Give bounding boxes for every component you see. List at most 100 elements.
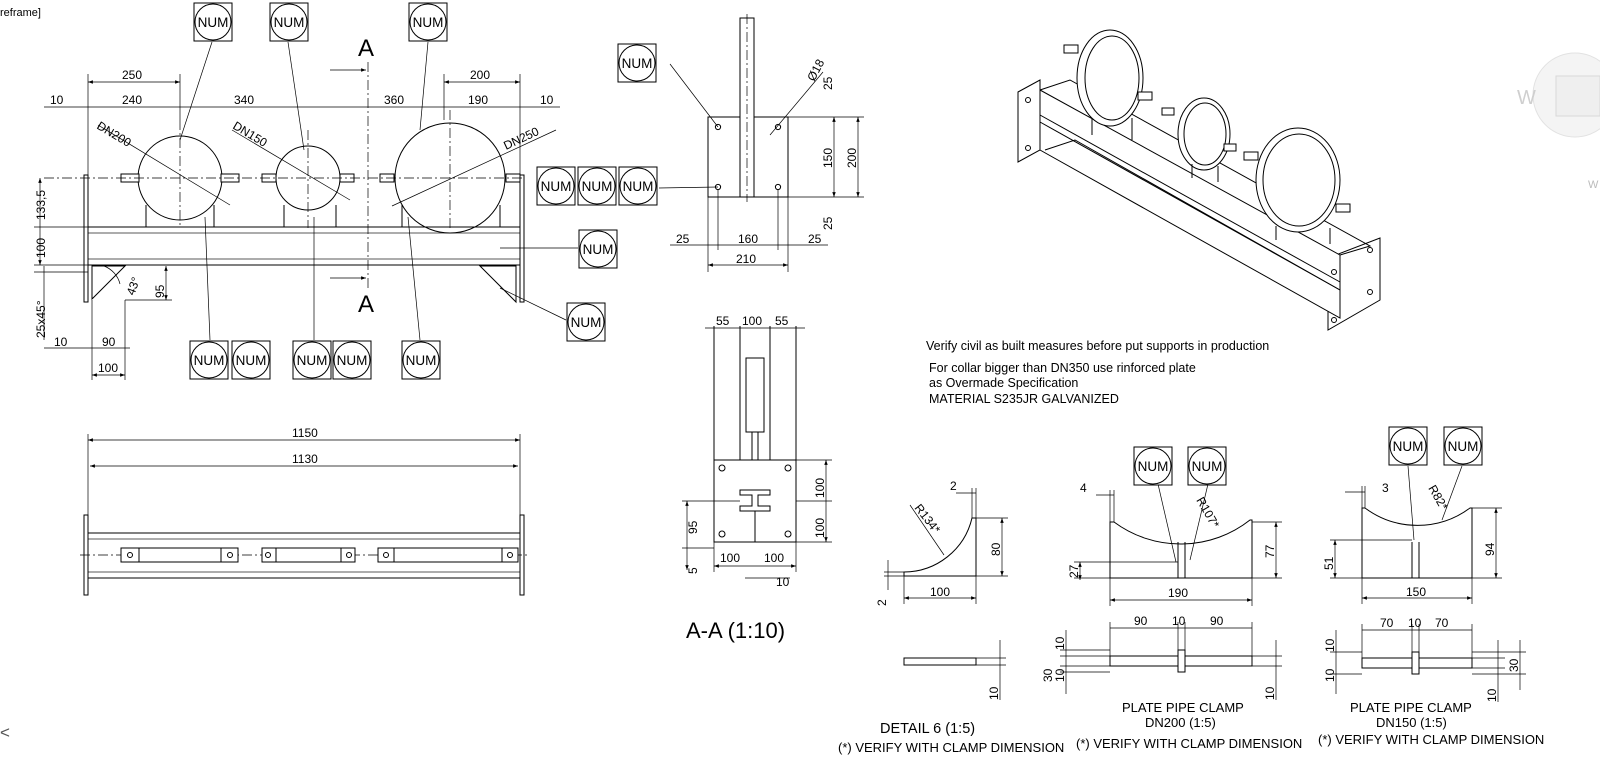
dim-90: 90	[102, 335, 116, 349]
iso-end-plate-left	[1017, 79, 1041, 163]
iso-beam-web	[1039, 89, 1341, 319]
dim-2-top: 2	[950, 479, 957, 493]
clamp-dn150-note: (*) VERIFY WITH CLAMP DIMENSION	[1318, 732, 1544, 747]
svg-text:NUM: NUM	[1393, 439, 1424, 454]
front-view: A A 250 200 10 240 340	[34, 35, 578, 380]
num-balloon: NUM	[1133, 446, 1173, 486]
label-dn200: DN200	[94, 119, 134, 150]
iso-clamp-1	[1076, 29, 1144, 127]
section-marker-top: A	[358, 35, 374, 62]
svg-text:NUM: NUM	[297, 353, 328, 368]
dim-51: 51	[1322, 556, 1336, 570]
dim-190: 190	[468, 93, 488, 107]
num-balloon: NUM	[292, 340, 332, 380]
chevron-left-icon[interactable]: <	[0, 723, 10, 742]
detail6-plate-edge	[903, 657, 977, 666]
dim-27: 27	[1067, 564, 1081, 578]
section-marker-bottom: A	[358, 291, 374, 318]
clamp-dn150-profile	[1361, 507, 1473, 579]
dim-200-side: 200	[845, 148, 859, 168]
num-balloon: NUM	[193, 2, 233, 42]
svg-text:NUM: NUM	[406, 353, 437, 368]
dim-70-left: 70	[1380, 616, 1394, 630]
dim-80: 80	[989, 542, 1003, 556]
dim-25-left: 25	[676, 232, 690, 246]
dim-2-left: 2	[875, 599, 889, 606]
dim-r82: R82*	[1425, 483, 1451, 513]
svg-text:NUM: NUM	[622, 56, 653, 71]
svg-text:NUM: NUM	[583, 242, 614, 257]
dim-3: 3	[1382, 481, 1389, 495]
num-balloon: NUM	[1443, 426, 1483, 466]
dim-43deg: 43°	[124, 275, 143, 297]
dim-10-bottom: 10	[54, 335, 68, 349]
dim-10-section: 10	[776, 575, 790, 589]
dim-200-top: 200	[470, 68, 490, 82]
svg-text:NUM: NUM	[337, 353, 368, 368]
right-edge-widget[interactable]: W W	[1517, 52, 1600, 191]
dim-340: 340	[234, 93, 254, 107]
detail6-note: (*) VERIFY WITH CLAMP DIMENSION	[838, 740, 1064, 755]
dim-250: 250	[122, 68, 142, 82]
watermark-letter: W	[1517, 87, 1536, 109]
front-end-plate-right	[519, 174, 525, 303]
dim-100-base-left: 100	[720, 551, 740, 565]
num-balloon: NUM	[1187, 446, 1227, 486]
plan-clamp-3	[377, 547, 519, 563]
clamp-dn150: 3 R82* 94 51 150 70 10 70 10 10 30 10 PL…	[1318, 465, 1544, 747]
clamp-dn200-note: (*) VERIFY WITH CLAMP DIMENSION	[1076, 736, 1302, 751]
dim-210: 210	[736, 252, 756, 266]
note-collar: For collar bigger than DN350 use rinforc…	[929, 361, 1196, 375]
dim-70-right: 70	[1435, 616, 1449, 630]
svg-text:NUM: NUM	[274, 15, 305, 30]
dim-10-left: 10	[50, 93, 64, 107]
dim-77: 77	[1263, 544, 1277, 558]
detail-6: 2 R134* 80 2 100 10 DETAIL 6 (1:5) (*) V…	[838, 479, 1064, 755]
svg-text:NUM: NUM	[236, 353, 267, 368]
num-balloon: NUM	[189, 340, 229, 380]
dim-190-clamp: 190	[1168, 586, 1188, 600]
dim-55-right: 55	[775, 314, 789, 328]
dim-90-right: 90	[1210, 614, 1224, 628]
dim-4: 4	[1080, 481, 1087, 495]
plan-clamp-1	[120, 547, 239, 563]
dim-10-lower150: 10	[1323, 668, 1337, 682]
dim-100-upper: 100	[813, 478, 827, 498]
front-end-plate-left	[83, 174, 89, 303]
dim-1130: 1130	[292, 452, 318, 466]
note-verify-civil: Verify civil as built measures before pu…	[926, 339, 1269, 353]
dim-10-detail: 10	[987, 686, 1001, 700]
svg-text:NUM: NUM	[194, 353, 225, 368]
small-w-label: W	[1588, 179, 1599, 191]
svg-text:NUM: NUM	[1192, 459, 1223, 474]
dim-150-clamp: 150	[1406, 585, 1426, 599]
dim-10-right: 10	[1263, 686, 1277, 700]
dim-10-upper150: 10	[1323, 638, 1337, 652]
dim-25-lower: 25	[821, 216, 835, 230]
label-dn250: DN250	[501, 124, 541, 153]
num-balloon: NUM	[536, 166, 576, 206]
clamp-dn200-profile	[1109, 519, 1253, 579]
plan-clamp-2	[261, 547, 356, 563]
dim-100-bottom: 100	[98, 361, 118, 375]
dim-10-right: 10	[540, 93, 554, 107]
dim-5-section: 5	[686, 567, 700, 574]
num-balloon: NUM	[332, 340, 372, 380]
dim-r107: R107*	[1193, 495, 1222, 531]
section-aa-view: 55 100 55 100 100 95 5 100 100 10 A-A (1…	[682, 314, 832, 643]
dim-100-vert: 100	[34, 238, 48, 258]
svg-text:NUM: NUM	[623, 179, 654, 194]
dim-55-left: 55	[716, 314, 730, 328]
clamp-dn200-title1: PLATE PIPE CLAMP	[1122, 700, 1244, 715]
dim-25-top: 25	[821, 76, 835, 90]
svg-text:NUM: NUM	[198, 15, 229, 30]
svg-text:NUM: NUM	[571, 315, 602, 330]
general-notes: Verify civil as built measures before pu…	[926, 339, 1269, 406]
dim-10-mid150: 10	[1408, 616, 1422, 630]
dim-133-5: 133,5	[34, 190, 48, 220]
num-balloon: NUM	[1388, 426, 1428, 466]
num-balloon: NUM	[566, 302, 606, 342]
clamp-dn200-title2: DN200 (1:5)	[1145, 715, 1216, 730]
dim-25x45: 25x45°	[34, 300, 48, 338]
